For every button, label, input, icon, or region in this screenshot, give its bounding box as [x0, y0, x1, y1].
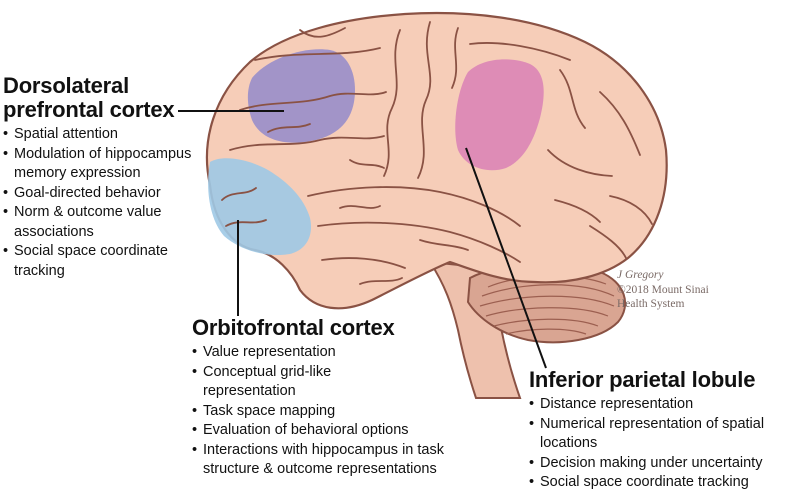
- list-item: Task space mapping: [192, 402, 522, 422]
- ipl-region: [455, 59, 544, 171]
- artist-credit: J Gregory ©2018 Mount Sinai Health Syste…: [617, 268, 709, 312]
- dlpfc-title-line2: prefrontal cortex: [3, 97, 175, 122]
- list-item: Conceptual grid-like representation: [192, 363, 403, 402]
- credit-copyright: ©2018 Mount Sinai: [617, 283, 709, 296]
- list-item: Decision making under uncertainty: [529, 454, 800, 474]
- list-item: Goal-directed behavior: [3, 184, 218, 204]
- list-item: Distance representation: [529, 395, 800, 415]
- list-item: Social space coordinate tracking: [529, 473, 800, 493]
- list-item: Social space coordinate tracking: [3, 242, 214, 281]
- ofc-function-list: Value representation Conceptual grid-lik…: [192, 343, 522, 480]
- ofc-label-block: Orbitofrontal cortex Value representatio…: [192, 316, 522, 480]
- dlpfc-label-block: Dorsolateral prefrontal cortex Spatial a…: [3, 74, 218, 281]
- ipl-label-block: Inferior parietal lobule Distance repres…: [529, 368, 800, 493]
- dlpfc-region: [247, 49, 355, 143]
- dlpfc-title-line1: Dorsolateral: [3, 73, 129, 98]
- list-item: Interactions with hippocampus in task st…: [192, 441, 453, 480]
- ipl-function-list: Distance representation Numerical repres…: [529, 395, 800, 493]
- credit-organization: Health System: [617, 298, 685, 310]
- list-item: Value representation: [192, 343, 522, 363]
- list-item: Spatial attention: [3, 125, 218, 145]
- credit-artist: J Gregory: [617, 269, 664, 281]
- ipl-title: Inferior parietal lobule: [529, 367, 756, 392]
- ofc-region: [208, 158, 312, 256]
- list-item: Evaluation of behavioral options: [192, 421, 522, 441]
- ipl-leader-line: [465, 147, 547, 369]
- list-item: Norm & outcome value associations: [3, 203, 199, 242]
- ofc-title: Orbitofrontal cortex: [192, 315, 395, 340]
- list-item: Modulation of hippocampus memory express…: [3, 145, 199, 184]
- dlpfc-function-list: Spatial attention Modulation of hippocam…: [3, 125, 218, 281]
- gyri-lines: [221, 21, 653, 285]
- list-item: Numerical representation of spatial loca…: [529, 415, 800, 454]
